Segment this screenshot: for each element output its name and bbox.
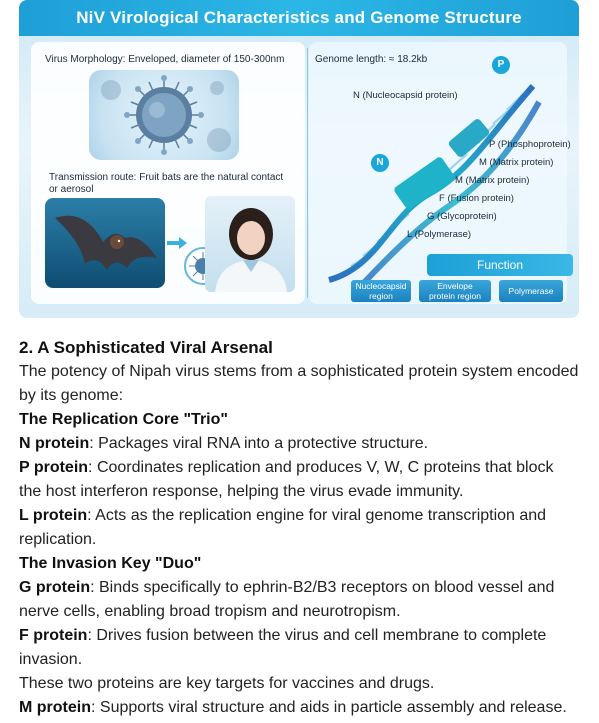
g-protein-label: G protein — [19, 579, 91, 596]
l-protein-text: : Acts as the replication engine for vir… — [19, 507, 547, 548]
m-protein-label: M protein — [19, 699, 91, 716]
n-protein-text: : Packages viral RNA into a protective s… — [89, 435, 429, 452]
label-g: G (Glycoprotein) — [427, 211, 497, 222]
virus-illustration — [89, 70, 239, 160]
article-body: 2. A Sophisticated Viral Arsenal The pot… — [19, 336, 579, 720]
f-protein-text: : Drives fusion between the virus and ce… — [19, 627, 547, 668]
n-protein-paragraph: N protein: Packages viral RNA into a pro… — [19, 432, 579, 456]
function-header: Function — [427, 254, 573, 276]
badge-p: P — [492, 56, 510, 74]
label-f: F (Fusion protein) — [439, 193, 514, 204]
p-protein-label: P protein — [19, 459, 89, 476]
f-protein-paragraph: F protein: Drives fusion between the vir… — [19, 624, 579, 672]
section-heading: 2. A Sophisticated Viral Arsenal — [19, 338, 273, 357]
dna-helix-illustration — [328, 84, 542, 291]
p-protein-paragraph: P protein: Coordinates replication and p… — [19, 456, 579, 504]
scientist-illustration — [205, 196, 295, 292]
subheading-invasion-key: The Invasion Key "Duo" — [19, 555, 202, 572]
subheading-replication-core: The Replication Core "Trio" — [19, 411, 228, 428]
f-protein-label: F protein — [19, 627, 88, 644]
label-n: N (Nucleocapsid protein) — [353, 90, 458, 101]
m-protein-text: : Supports viral structure and aids in p… — [91, 699, 567, 716]
bat-illustration — [45, 198, 165, 288]
n-protein-label: N protein — [19, 435, 90, 452]
genome-length-text: Genome length: ≈ 18.2kb — [315, 54, 428, 65]
label-m2: M (Matrix protein) — [455, 175, 530, 186]
function-polymerase: Polymerase — [499, 280, 563, 302]
morphology-text: Virus Morphology: Enveloped, diameter of… — [45, 54, 285, 65]
badge-n: N — [371, 154, 389, 172]
label-m1: M (Matrix protein) — [479, 157, 554, 168]
l-protein-label: L protein — [19, 507, 88, 524]
figure-title: NiV Virological Characteristics and Geno… — [19, 0, 579, 36]
targets-paragraph: These two proteins are key targets for v… — [19, 675, 435, 692]
transmission-text-1: Transmission route: Fruit bats are the n… — [49, 172, 284, 183]
label-l: L (Polymerase) — [407, 229, 472, 240]
transmission-text-2: or aerosol — [49, 184, 94, 195]
l-protein-paragraph: L protein: Acts as the replication engin… — [19, 504, 579, 552]
label-p: P (Phosphoprotein) — [489, 139, 571, 150]
p-protein-text: : Coordinates replication and produces V… — [19, 459, 554, 500]
m-protein-paragraph: M protein: Supports viral structure and … — [19, 696, 579, 720]
panel-divider — [307, 48, 308, 298]
g-protein-text: : Binds specifically to ephrin-B2/B3 rec… — [19, 579, 555, 620]
intro-paragraph: The potency of Nipah virus stems from a … — [19, 363, 579, 404]
arrow-right-icon — [167, 237, 187, 249]
infographic-figure: NiV Virological Characteristics and Geno… — [19, 0, 579, 318]
g-protein-paragraph: G protein: Binds specifically to ephrin-… — [19, 576, 579, 624]
